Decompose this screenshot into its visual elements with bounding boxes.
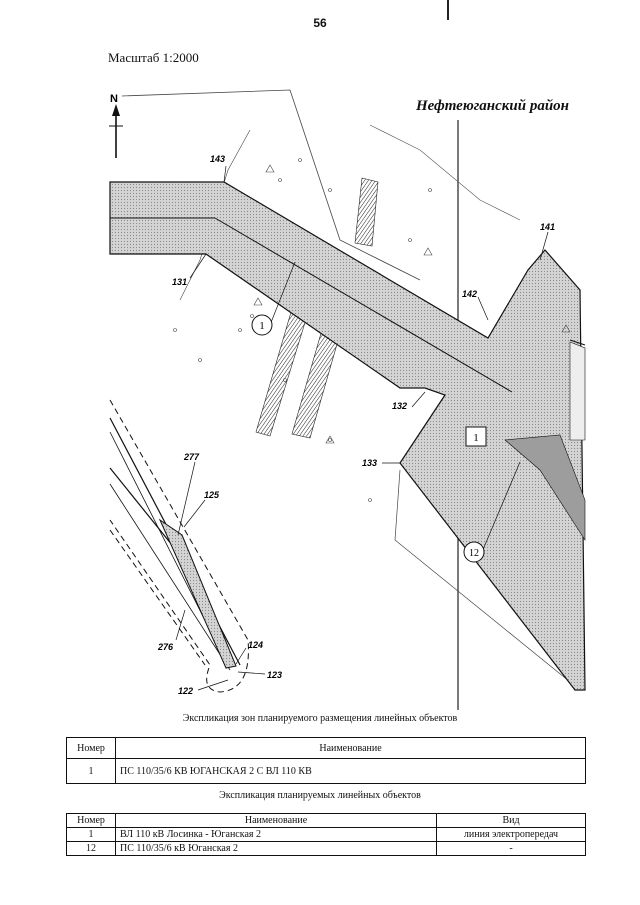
- road-line: [369, 124, 521, 221]
- point-label-133: 133: [362, 458, 377, 468]
- point-label-122: 122: [178, 686, 193, 696]
- point-label-277: 277: [183, 452, 200, 462]
- pipeline-corridor: [109, 399, 249, 693]
- zone-edge: [569, 339, 586, 346]
- district-label: Нефтеюганский район: [416, 98, 569, 114]
- point-label-276: 276: [157, 642, 174, 652]
- callout-circle-12: 12: [463, 541, 485, 563]
- existing-building: [569, 341, 586, 441]
- zones-table: Номер Наименование 1 ПС 110/35/6 КВ ЮГАН…: [66, 737, 586, 784]
- objects-row-2-name: ПС 110/35/6 кВ Юганская 2: [115, 841, 437, 856]
- north-label: N: [110, 93, 118, 105]
- substation-area: [504, 434, 586, 542]
- point-label-143: 143: [210, 154, 225, 164]
- point-label-142: 142: [462, 289, 477, 299]
- point-label-141: 141: [540, 222, 555, 232]
- objects-header-name: Наименование: [115, 813, 437, 828]
- zones-row-name: ПС 110/35/6 КВ ЮГАНСКАЯ 2 С ВЛ 110 КВ: [115, 758, 586, 784]
- objects-row-1-kind: линия электропередач: [436, 827, 586, 842]
- table-row: 12 ПС 110/35/6 кВ Юганская 2 -: [66, 841, 586, 856]
- objects-row-1-number: 1: [66, 827, 116, 842]
- boundary-line: [121, 89, 421, 281]
- survey-marks: [173, 158, 571, 502]
- objects-row-1-name: ВЛ 110 кВ Лосинка - Юганская 2: [115, 827, 437, 842]
- objects-row-2-kind: -: [436, 841, 586, 856]
- boundary-line-2: [394, 469, 581, 691]
- point-label-123: 123: [267, 670, 282, 680]
- page-number: 56: [313, 16, 327, 30]
- callout-box-1: 1: [465, 426, 487, 447]
- zone-polygon-1: [109, 181, 586, 691]
- leader-lines: [175, 165, 549, 691]
- table-row: 1 ВЛ 110 кВ Лосинка - Юганская 2 линия э…: [66, 827, 586, 842]
- point-label-132: 132: [392, 401, 407, 411]
- zones-row-number: 1: [66, 758, 116, 784]
- zones-table-caption: Экспликация зон планируемого размещения …: [182, 713, 458, 724]
- table-row: 1 ПС 110/35/6 КВ ЮГАНСКАЯ 2 С ВЛ 110 КВ: [66, 758, 586, 784]
- callout-circle-12-label: 12: [469, 548, 479, 559]
- objects-table: Номер Наименование Вид 1 ВЛ 110 кВ Лосин…: [66, 813, 586, 856]
- objects-table-caption: Экспликация планируемых линейных объекто…: [219, 790, 421, 801]
- callout-circle-1-label: 1: [259, 320, 265, 332]
- point-label-131: 131: [172, 277, 187, 287]
- callout-circle-1: 1: [251, 314, 273, 336]
- north-arrow: N: [109, 93, 123, 158]
- objects-header-kind: Вид: [436, 813, 586, 828]
- planning-map: N 143 131 1: [109, 0, 586, 710]
- zones-header-name: Наименование: [115, 737, 586, 759]
- power-line-axis-2: [214, 217, 513, 393]
- hatched-strip: [354, 177, 379, 247]
- callout-box-1-label: 1: [473, 432, 479, 444]
- zones-header-number: Номер: [66, 737, 116, 759]
- point-label-125: 125: [204, 490, 220, 500]
- objects-header-number: Номер: [66, 813, 116, 828]
- objects-row-2-number: 12: [66, 841, 116, 856]
- point-label-124: 124: [248, 640, 263, 650]
- scale-label: Масштаб 1:2000: [108, 50, 199, 65]
